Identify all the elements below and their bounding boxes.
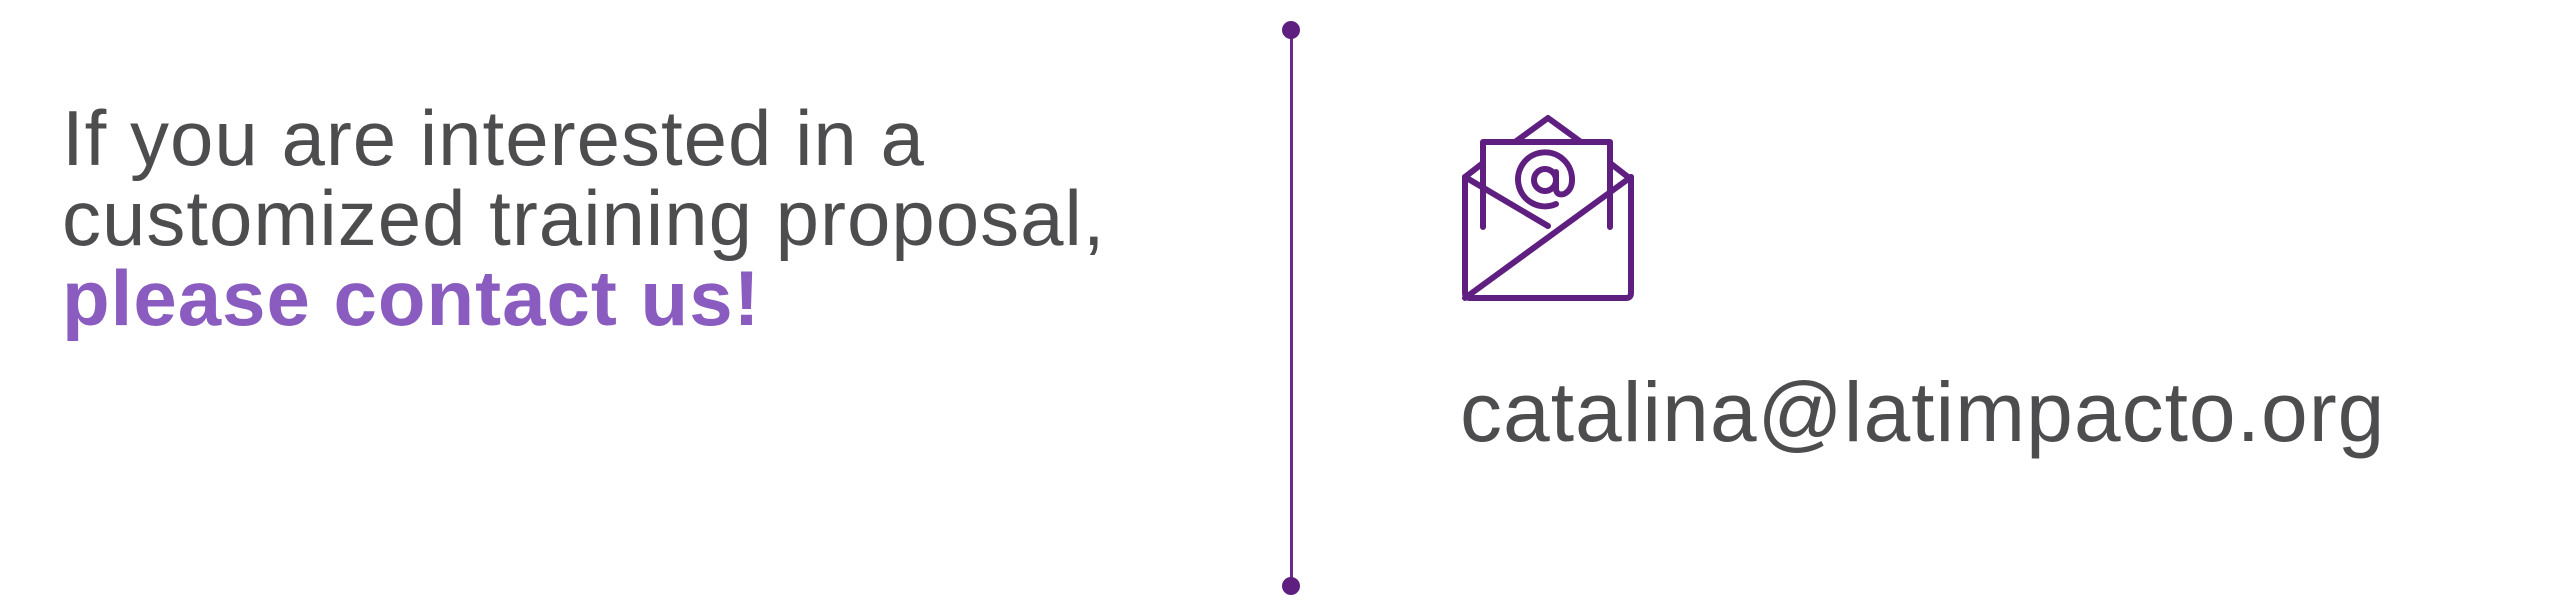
divider-top-dot (1282, 21, 1300, 39)
message-line-1: If you are interested in a (62, 94, 925, 182)
contact-email-link[interactable]: catalina@latimpacto.org (1460, 365, 2386, 459)
divider-bottom-dot (1282, 577, 1300, 595)
message-call-to-action: please contact us! (62, 254, 761, 342)
open-envelope-at-icon (1462, 115, 1634, 301)
contact-message: If you are interested in a customized tr… (62, 98, 1212, 338)
vertical-divider (1290, 30, 1293, 587)
message-line-2: customized training proposal, (62, 174, 1106, 262)
